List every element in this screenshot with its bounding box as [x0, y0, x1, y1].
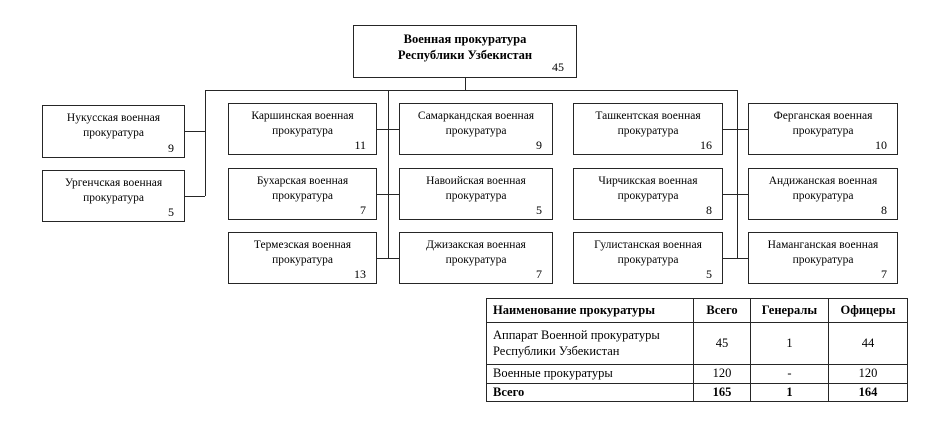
org-box-count: 5 — [536, 203, 542, 217]
org-box-gulistanskaya: Гулистанская военная прокуратура 5 — [573, 232, 723, 284]
org-box-count: 10 — [875, 138, 887, 152]
org-box-title: Нукусская военная прокуратура — [66, 112, 161, 139]
org-box-count: 7 — [360, 203, 366, 217]
org-box-count: 8 — [881, 203, 887, 217]
row-officers: 44 — [828, 322, 908, 365]
org-box-samarkandskaya: Самаркандская военная прокуратура 9 — [399, 103, 553, 155]
row-name: Военные прокуратуры — [486, 364, 694, 384]
table-header-row: Наименование прокуратуры Всего Генералы … — [486, 298, 908, 323]
row-generals: 1 — [750, 382, 829, 403]
org-box-count: 13 — [354, 267, 366, 281]
org-box-title: Ферганская военная прокуратура — [773, 110, 873, 137]
org-box-title: Термезская военная прокуратура — [253, 239, 352, 266]
connector-stub — [377, 194, 399, 195]
row-generals: 1 — [750, 322, 829, 365]
org-box-chirchikskaya: Чирчикская военная прокуратура 8 — [573, 168, 723, 220]
org-box-andizhanskaya: Андижанская военная прокуратура 8 — [748, 168, 898, 220]
org-box-count: 7 — [881, 267, 887, 281]
connector-stub — [185, 196, 205, 197]
row-total: 165 — [693, 382, 751, 403]
connector-vertical-mid — [388, 90, 389, 258]
org-box-title: Ургенчская военная прокуратура — [64, 177, 163, 204]
org-box-count: 9 — [168, 141, 174, 155]
connector-root-drop — [465, 78, 466, 90]
org-box-title: Гулистанская военная прокуратура — [594, 239, 702, 266]
org-box-title: Наманганская военная прокуратура — [767, 239, 879, 266]
connector-stub — [723, 258, 748, 259]
org-box-namanganskaya: Наманганская военная прокуратура 7 — [748, 232, 898, 284]
table-header-name: Наименование прокуратуры — [486, 298, 694, 323]
org-box-count: 9 — [536, 138, 542, 152]
org-box-termezskaya: Термезская военная прокуратура 13 — [228, 232, 377, 284]
org-box-count: 45 — [552, 60, 564, 74]
row-total: 45 — [693, 322, 751, 365]
org-box-tashkentskaya: Ташкентская военная прокуратура 16 — [573, 103, 723, 155]
org-box-urgenchskaya: Ургенчская военная прокуратура 5 — [42, 170, 185, 222]
org-box-title: Чирчикская военная прокуратура — [598, 175, 698, 202]
org-box-count: 5 — [706, 267, 712, 281]
connector-stub — [377, 258, 399, 259]
table-header-total: Всего — [693, 298, 751, 323]
row-total: 120 — [693, 364, 751, 384]
org-box-bukharskaya: Бухарская военная прокуратура 7 — [228, 168, 377, 220]
org-box-title: Ташкентская военная прокуратура — [595, 110, 701, 137]
org-box-root: Военная прокуратура Республики Узбекиста… — [353, 25, 577, 78]
org-box-count: 11 — [354, 138, 366, 152]
org-box-dzhizakskaya: Джизакская военная прокуратура 7 — [399, 232, 553, 284]
row-officers: 120 — [828, 364, 908, 384]
org-box-title: Военная прокуратура Республики Узбекиста… — [397, 32, 533, 63]
staff-table: Наименование прокуратуры Всего Генералы … — [486, 298, 908, 403]
table-header-officers: Офицеры — [828, 298, 908, 323]
org-box-title: Самаркандская военная прокуратура — [417, 110, 535, 137]
org-box-count: 7 — [536, 267, 542, 281]
connector-vertical-left — [205, 90, 206, 196]
org-box-navoiyskaya: Навоийская военная прокуратура 5 — [399, 168, 553, 220]
org-box-count: 16 — [700, 138, 712, 152]
connector-bus — [205, 90, 738, 91]
org-box-title: Навоийская военная прокуратура — [426, 175, 526, 202]
org-box-ferganskaya: Ферганская военная прокуратура 10 — [748, 103, 898, 155]
org-box-karshinskaya: Каршинская военная прокуратура 11 — [228, 103, 377, 155]
org-box-count: 8 — [706, 203, 712, 217]
connector-stub — [377, 129, 399, 130]
org-box-title: Бухарская военная прокуратура — [256, 175, 349, 202]
org-box-count: 5 — [168, 205, 174, 219]
org-box-title: Джизакская военная прокуратура — [426, 239, 526, 266]
org-box-nukusskaya: Нукусская военная прокуратура 9 — [42, 105, 185, 158]
org-box-title: Андижанская военная прокуратура — [768, 175, 878, 202]
table-row: Военные прокуратуры 120 - 120 — [486, 364, 908, 384]
table-header-generals: Генералы — [750, 298, 829, 323]
table-row: Аппарат Военной прокуратуры Республики У… — [486, 322, 908, 365]
connector-vertical-right — [737, 90, 738, 258]
table-total-row: Всего 165 1 164 — [486, 382, 908, 403]
row-name: Аппарат Военной прокуратуры Республики У… — [486, 322, 694, 365]
connector-stub — [723, 129, 748, 130]
row-generals: - — [750, 364, 829, 384]
row-name: Всего — [486, 382, 694, 403]
row-officers: 164 — [828, 382, 908, 403]
connector-stub — [185, 131, 205, 132]
connector-stub — [723, 194, 748, 195]
org-box-title: Каршинская военная прокуратура — [251, 110, 354, 137]
